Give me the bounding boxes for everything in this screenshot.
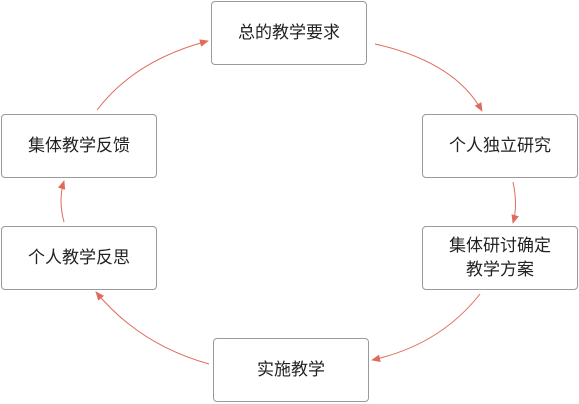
node-label: 个人教学反思 — [28, 248, 130, 268]
node-individual-independent-research: 个人独立研究 — [422, 114, 578, 178]
node-label: 实施教学 — [257, 360, 325, 380]
node-label: 集体研讨确定 教学方案 — [449, 236, 551, 280]
arrow-group-feedback-to-teaching-requirements — [96, 39, 209, 111]
arrow-implementation-to-personal-reflection — [95, 291, 210, 365]
node-implement-teaching: 实施教学 — [213, 338, 369, 402]
node-group-teaching-feedback: 集体教学反馈 — [1, 114, 157, 178]
node-group-discussion-teaching-plan: 集体研讨确定 教学方案 — [422, 226, 578, 290]
node-label: 个人独立研究 — [449, 136, 551, 156]
node-label: 集体教学反馈 — [28, 136, 130, 156]
node-label: 总的教学要求 — [238, 23, 340, 43]
arrow-independent-research-to-group-discussion — [511, 181, 519, 224]
arrow-group-discussion-to-implementation — [371, 293, 481, 362]
node-overall-teaching-requirements: 总的教学要求 — [211, 1, 367, 65]
arrow-personal-reflection-to-group-feedback — [57, 180, 66, 223]
node-personal-teaching-reflection: 个人教学反思 — [1, 226, 157, 290]
arrow-teaching-requirements-to-independent-research — [374, 43, 483, 112]
